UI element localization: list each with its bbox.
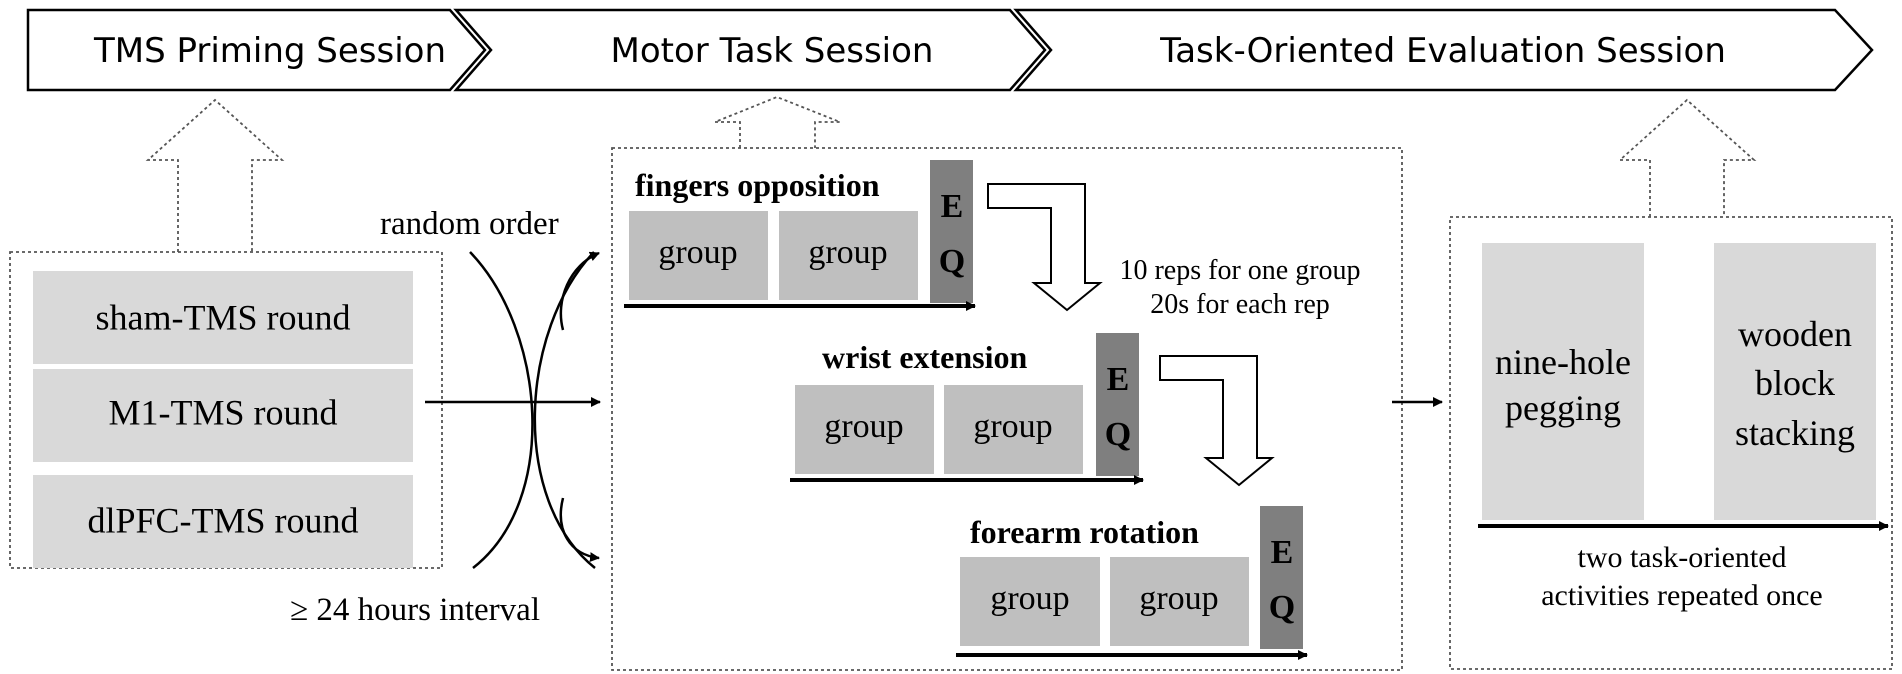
activity-label-line: wooden	[1738, 314, 1852, 354]
dotted-up-arrow-motor	[714, 96, 841, 148]
group-label: group	[1139, 580, 1218, 617]
eq-letter-e: E	[941, 188, 964, 225]
bent-hollow-arrow-2	[1159, 355, 1275, 487]
eq-letter-q: Q	[939, 243, 965, 280]
eq-box	[1260, 506, 1303, 649]
group-box	[944, 385, 1083, 474]
round-box-sham	[33, 271, 413, 364]
arrow-curve-to-top	[559, 251, 600, 331]
round-box-m1	[33, 369, 413, 462]
group-label: group	[658, 234, 737, 271]
group-box	[1110, 557, 1249, 646]
group-label: group	[990, 580, 1069, 617]
activity-label-line: block	[1755, 363, 1835, 403]
evaluation-panel: nine-hole pegging wooden block stacking …	[1449, 216, 1893, 670]
group-label: group	[824, 408, 903, 445]
session-label-motor-task: Motor Task Session	[611, 31, 934, 71]
arrow-curve-down	[533, 251, 596, 569]
evaluation-note-line-2: activities repeated once	[1541, 579, 1823, 612]
eq-letter-q: Q	[1269, 589, 1295, 626]
task-title-fingers-opposition: fingers opposition	[635, 167, 880, 203]
reps-note-line-2: 20s for each rep	[1150, 289, 1330, 320]
eq-box	[930, 160, 973, 303]
group-box	[795, 385, 934, 474]
activity-box-nine-hole-pegging	[1482, 243, 1644, 520]
activity-label-line: stacking	[1735, 413, 1855, 453]
group-box	[629, 211, 768, 300]
round-label-sham: sham-TMS round	[96, 297, 351, 337]
task-forearm-rotation: forearm rotation group group E Q	[956, 506, 1308, 660]
priming-rounds-panel: sham-TMS round M1-TMS round dlPFC-TMS ro…	[9, 251, 443, 569]
task-fingers-opposition: fingers opposition group group E Q	[624, 160, 976, 311]
activity-label-line: nine-hole	[1495, 342, 1631, 382]
session-chevron-evaluation	[1013, 8, 1874, 92]
group-box	[779, 211, 918, 300]
dotted-up-arrow-priming	[145, 98, 285, 252]
interval-label: ≥ 24 hours interval	[290, 592, 540, 628]
task-title-forearm-rotation: forearm rotation	[970, 514, 1199, 550]
eq-letter-e: E	[1271, 534, 1294, 571]
group-label: group	[808, 234, 887, 271]
random-order-label: random order	[380, 206, 559, 242]
session-bar: TMS Priming Session Motor Task Session T…	[26, 8, 1874, 92]
eq-box	[1096, 333, 1139, 476]
activity-box-wooden-block-stacking	[1714, 243, 1876, 520]
group-label: group	[973, 408, 1052, 445]
motor-panel-border	[611, 147, 1403, 671]
bent-hollow-arrow-1	[987, 183, 1103, 312]
reps-note-line-1: 10 reps for one group	[1119, 255, 1360, 286]
round-label-dlpfc: dlPFC-TMS round	[87, 500, 358, 540]
task-wrist-extension: wrist extension group group E Q	[790, 333, 1144, 485]
task-title-wrist-extension: wrist extension	[822, 339, 1028, 375]
group-box	[960, 557, 1100, 646]
evaluation-panel-border	[1449, 216, 1893, 670]
round-box-dlpfc	[33, 475, 413, 568]
motor-task-panel: fingers opposition group group E Q wrist…	[611, 147, 1403, 671]
eq-letter-q: Q	[1105, 416, 1131, 453]
session-chevron-tms-priming	[26, 8, 487, 92]
evaluation-note-line-1: two task-oriented	[1577, 541, 1786, 574]
round-label-m1: M1-TMS round	[108, 392, 337, 432]
activity-label-line: pegging	[1505, 388, 1621, 428]
eq-letter-e: E	[1107, 361, 1130, 398]
arrow-curve-up	[469, 251, 534, 569]
random-order-arrows	[425, 251, 601, 569]
arrow-curve-to-bottom	[559, 497, 600, 563]
session-label-evaluation: Task-Oriented Evaluation Session	[1159, 31, 1726, 71]
session-chevron-motor-task	[453, 8, 1047, 92]
session-label-tms-priming: TMS Priming Session	[93, 31, 446, 71]
dotted-up-arrow-evaluation	[1617, 98, 1757, 217]
